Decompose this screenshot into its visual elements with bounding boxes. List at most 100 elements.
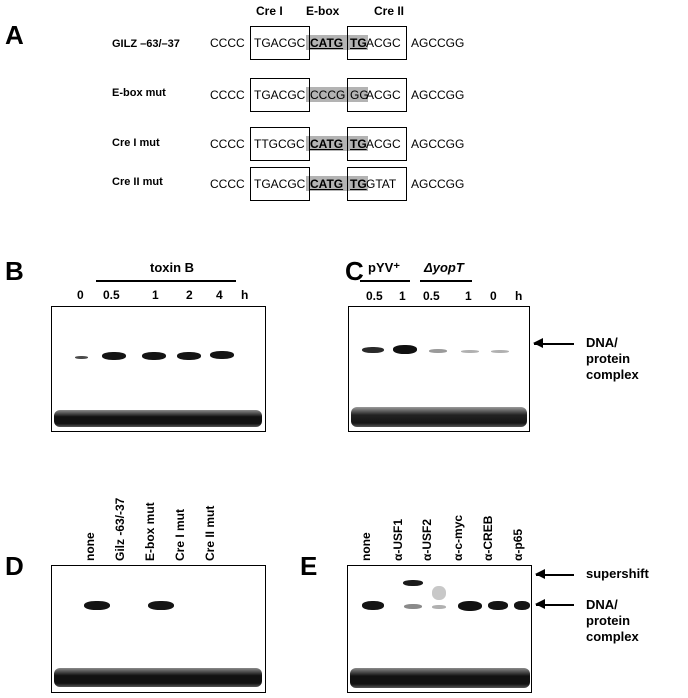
- seq-box2a: TG: [350, 137, 367, 151]
- lane-label: 4: [216, 288, 223, 302]
- cre1-box: [250, 78, 310, 112]
- panel-letter-b: B: [5, 256, 24, 286]
- panel-letter-e: E: [300, 551, 318, 581]
- sequence-row-cre2-mut: CCCC TGACGC CATG TG GTAT AGCCGG: [210, 167, 480, 201]
- lane-label: 1: [399, 289, 406, 303]
- ebox-shade: [306, 136, 368, 151]
- seq-label-cre2-mut: Cre II mut: [112, 176, 163, 188]
- treatment-bar: [96, 280, 236, 282]
- lane-label: E-box mut: [143, 502, 157, 561]
- complex-label: DNA/ protein complex: [586, 597, 639, 644]
- unit-label: h: [515, 289, 523, 303]
- group-label-pyv: pYV⁺: [368, 260, 401, 275]
- seq-ebox: CATG: [310, 177, 344, 191]
- lane-label: none: [83, 532, 97, 561]
- seq-label-cre1-mut: Cre I mut: [112, 137, 160, 149]
- sequence-row-cre1-mut: CCCC TTGCGC CATG TG ACGC AGCCGG: [210, 127, 480, 161]
- group-bar-yopt: [420, 280, 472, 282]
- header-cre1: Cre I: [256, 4, 283, 18]
- seq-box2b: GTAT: [366, 177, 397, 191]
- cre1-box: [250, 167, 310, 201]
- band: [210, 351, 234, 359]
- seq-right: AGCCGG: [411, 137, 465, 151]
- seq-ebox: CCCG: [310, 88, 346, 102]
- lane-label: 2: [186, 288, 193, 302]
- complex-arrow: [533, 339, 574, 347]
- lane-label: 0.5: [103, 288, 120, 302]
- band: [461, 350, 479, 353]
- band: [404, 604, 422, 609]
- lane-label: Cre I mut: [173, 508, 187, 561]
- ebox-shade: [306, 35, 368, 50]
- cre2-box: [347, 26, 407, 60]
- seq-label-wt: GILZ –63/–37: [112, 38, 180, 50]
- band: [458, 601, 482, 611]
- band: [488, 601, 508, 610]
- lane-label: α-p65: [511, 528, 525, 561]
- band: [491, 350, 509, 353]
- complex-label: DNA/ protein complex: [586, 335, 639, 382]
- seq-right: AGCCGG: [411, 88, 465, 102]
- lane-label: 1: [465, 289, 472, 303]
- band: [75, 356, 88, 359]
- seq-box1: TGACGC: [254, 177, 306, 191]
- band: [84, 601, 110, 610]
- seq-box1: TGACGC: [254, 88, 306, 102]
- seq-right: AGCCGG: [411, 177, 465, 191]
- lane-label: α-c-myc: [451, 514, 465, 561]
- seq-box2b: ACGC: [366, 36, 401, 50]
- lane-label: 0.5: [423, 289, 440, 303]
- gel-panel-d: [51, 565, 266, 693]
- gel-panel-e: [347, 565, 532, 693]
- seq-box2a: GG: [350, 88, 369, 102]
- seq-left: CCCC: [210, 137, 245, 151]
- band: [362, 601, 384, 610]
- band: [177, 352, 201, 360]
- lane-label: 0: [77, 288, 84, 302]
- lane-label: α-USF1: [391, 518, 405, 561]
- band: [403, 580, 423, 586]
- band: [432, 605, 446, 609]
- lane-label: 1: [152, 288, 159, 302]
- group-label-yopt: ΔyopT: [424, 260, 464, 275]
- lane-label: 0: [490, 289, 497, 303]
- sequence-row-wt: CCCC TGACGC CATG TG ACGC AGCCGG: [210, 26, 480, 60]
- free-probe: [351, 407, 527, 427]
- supershift-label: supershift: [586, 566, 649, 581]
- seq-box1: TTGCGC: [254, 137, 305, 151]
- cre1-box: [250, 127, 310, 161]
- seq-box2a: TG: [350, 36, 367, 50]
- header-cre2: Cre II: [374, 4, 405, 18]
- cre2-box: [347, 167, 407, 201]
- complex-arrow: [535, 600, 574, 608]
- panel-letter-a: A: [5, 20, 24, 50]
- free-probe: [54, 410, 262, 427]
- seq-box2b: ACGC: [366, 88, 401, 102]
- band: [148, 601, 174, 610]
- gel-panel-c: [348, 306, 530, 432]
- lane-label: α-USF2: [420, 518, 434, 561]
- band: [429, 349, 447, 353]
- band: [142, 352, 166, 360]
- lane-label: 0.5: [366, 289, 383, 303]
- seq-left: CCCC: [210, 36, 245, 50]
- lane-label: Gilz -63/-37: [113, 497, 127, 561]
- seq-box2b: ACGC: [366, 137, 401, 151]
- band: [432, 586, 446, 600]
- cre2-box: [347, 127, 407, 161]
- band: [362, 347, 384, 353]
- band: [102, 352, 126, 360]
- seq-ebox: CATG: [310, 137, 344, 151]
- gel-panel-b: [51, 306, 266, 432]
- band: [514, 601, 530, 610]
- cre1-box: [250, 26, 310, 60]
- ebox-shade: [306, 87, 368, 102]
- lane-label: α-CREB: [481, 515, 495, 561]
- lane-label: none: [359, 532, 373, 561]
- seq-box2a: TG: [350, 177, 367, 191]
- sequence-row-ebox-mut: CCCC TGACGC CCCG GG ACGC AGCCGG: [210, 78, 480, 112]
- free-probe: [54, 668, 262, 687]
- supershift-arrow: [535, 570, 574, 578]
- treatment-label: toxin B: [150, 260, 195, 275]
- panel-letter-c: C: [345, 256, 364, 286]
